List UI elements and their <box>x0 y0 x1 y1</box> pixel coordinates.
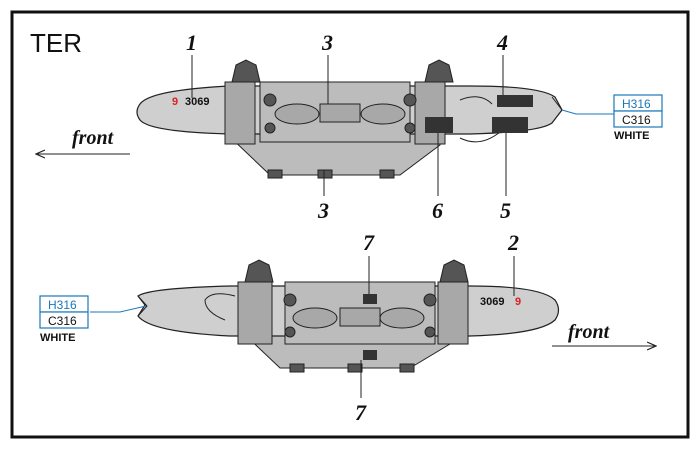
bottom-c-code: C316 <box>48 314 77 328</box>
top-callout-6: 6 <box>432 198 443 223</box>
bottom-c-code-box <box>39 311 89 329</box>
bottom-rack-left-plate <box>237 281 273 345</box>
bottom-foot-3 <box>399 363 415 373</box>
bottom-callout-7-upper: 7 <box>363 230 375 255</box>
top-bolt-3 <box>264 122 276 134</box>
bottom-bolt-4 <box>424 326 436 338</box>
top-rack: 9 3069 <box>136 59 563 179</box>
bottom-data-plate-upper <box>363 294 377 304</box>
bottom-sway-brace-left <box>292 307 338 329</box>
top-callout-4: 4 <box>496 30 508 55</box>
top-h-code: H316 <box>622 97 651 111</box>
bottom-bolt-1 <box>283 293 297 307</box>
top-callout-5: 5 <box>500 198 511 223</box>
bottom-bolt-3 <box>284 326 296 338</box>
diagram-frame <box>10 10 690 439</box>
top-callout-1: 1 <box>186 30 197 55</box>
bottom-rack-right-plate <box>437 281 469 345</box>
top-stencil-red-digit: 9 <box>172 96 178 108</box>
bottom-color-code: H316 C316 WHITE <box>39 295 147 344</box>
top-callout-3-lower: 3 <box>317 198 329 223</box>
bottom-foot-1 <box>289 363 305 373</box>
top-c-code: C316 <box>622 113 651 127</box>
top-foot-3 <box>379 169 395 179</box>
top-foot-2 <box>317 169 333 179</box>
top-color-code: H316 C316 WHITE <box>561 94 663 142</box>
top-shackle-left <box>231 59 261 83</box>
top-foot-1 <box>267 169 283 179</box>
bottom-data-plate-lower <box>363 350 377 360</box>
bottom-callout-7-lower: 7 <box>355 400 367 425</box>
bottom-rack-tail <box>137 295 148 317</box>
top-color-code-leader <box>561 109 614 115</box>
bottom-foot-2 <box>347 363 363 373</box>
top-rear-hose <box>459 96 501 143</box>
bottom-front-label: front <box>568 321 611 343</box>
bottom-front-hose <box>204 293 236 321</box>
bottom-color-code-leader <box>90 305 147 313</box>
top-rack-right-plate <box>414 81 446 145</box>
bottom-bolt-2 <box>423 293 437 307</box>
bottom-h-code: H316 <box>48 298 77 312</box>
top-sway-brace-left <box>274 103 320 125</box>
top-data-plate-6 <box>425 117 453 133</box>
top-bolt-2 <box>403 93 417 107</box>
top-callout-3-upper: 3 <box>321 30 333 55</box>
top-shackle-right <box>424 59 454 83</box>
bottom-color-name: WHITE <box>40 332 75 344</box>
top-rack-left-plate <box>224 81 256 145</box>
diagram-title: TER <box>30 28 82 58</box>
top-data-plate-4 <box>497 95 533 107</box>
top-front-label: front <box>72 127 115 149</box>
bottom-sway-brace-right <box>379 307 425 329</box>
bottom-center-panel <box>339 307 381 327</box>
top-color-name: WHITE <box>614 130 649 142</box>
top-data-plate-5 <box>492 117 528 133</box>
top-bolt-4 <box>404 122 416 134</box>
top-sway-brace-right <box>360 103 406 125</box>
bottom-shackle-right <box>439 259 469 283</box>
bottom-stencil-number: 3069 <box>480 296 504 308</box>
top-bolt-1 <box>263 93 277 107</box>
bottom-callout-2: 2 <box>507 230 519 255</box>
bottom-rack: 3069 9 <box>137 259 560 373</box>
top-stencil-number: 3069 <box>185 96 209 108</box>
top-center-panel <box>319 103 361 123</box>
bottom-stencil-red-digit: 9 <box>515 296 521 308</box>
top-c-code-box <box>613 110 663 128</box>
bottom-shackle-left <box>244 259 274 283</box>
